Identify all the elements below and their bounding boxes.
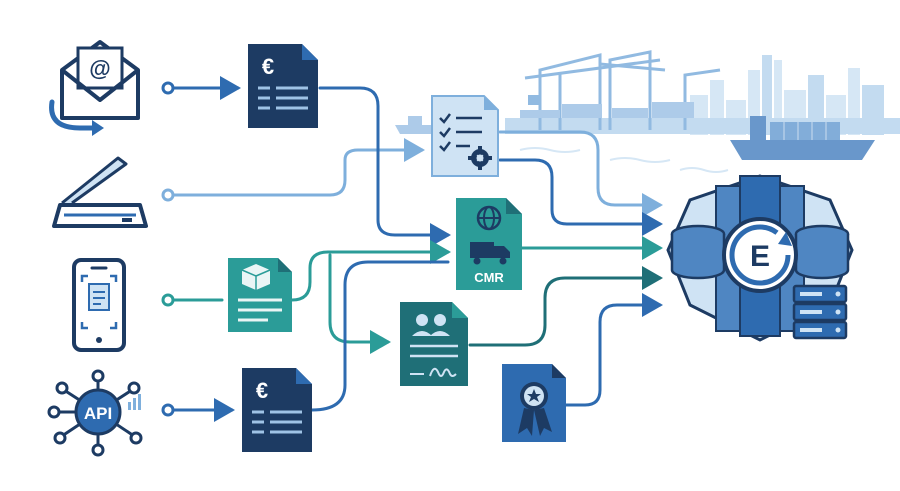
cmr-transport-document-icon: CMR [456, 198, 522, 290]
platform-letter: E [750, 240, 770, 273]
checklist-settings-document-icon [431, 95, 499, 177]
package-document-icon [228, 258, 292, 332]
scanner-icon [52, 156, 148, 228]
flow-connectors [166, 76, 663, 422]
api-label: API [84, 404, 112, 423]
euro-invoice-icon-bottom: € [242, 368, 312, 452]
connector-invoice-to-cmr [318, 86, 451, 247]
certificate-document-icon [502, 364, 566, 442]
cmr-label: CMR [474, 270, 504, 285]
connector-checklist-to-platform [498, 130, 663, 217]
email-icon: @ [49, 40, 140, 136]
connector-bottom-invoice-up [310, 260, 450, 412]
connector-contract-to-platform [468, 266, 663, 347]
connector-package-doc-to-contract [328, 253, 391, 354]
connector-package-doc-to-cmr [290, 240, 451, 302]
euro-symbol: € [256, 378, 268, 403]
connector-certificate-to-platform [563, 293, 663, 407]
smartphone-scan-icon [72, 258, 126, 352]
connector-endpoints [161, 81, 175, 417]
connector-scanner-to-checklist [328, 138, 425, 197]
connector-checklist-to-platform-2 [498, 158, 663, 236]
euro-invoice-icon-top: € [248, 44, 318, 128]
api-hub-icon: API [47, 369, 143, 457]
email-at-symbol: @ [89, 56, 110, 81]
port-skyline-background [395, 50, 900, 173]
signed-contract-document-icon [400, 302, 468, 386]
euro-symbol: € [262, 54, 274, 79]
e-invoicing-platform-icon: E [666, 174, 854, 342]
